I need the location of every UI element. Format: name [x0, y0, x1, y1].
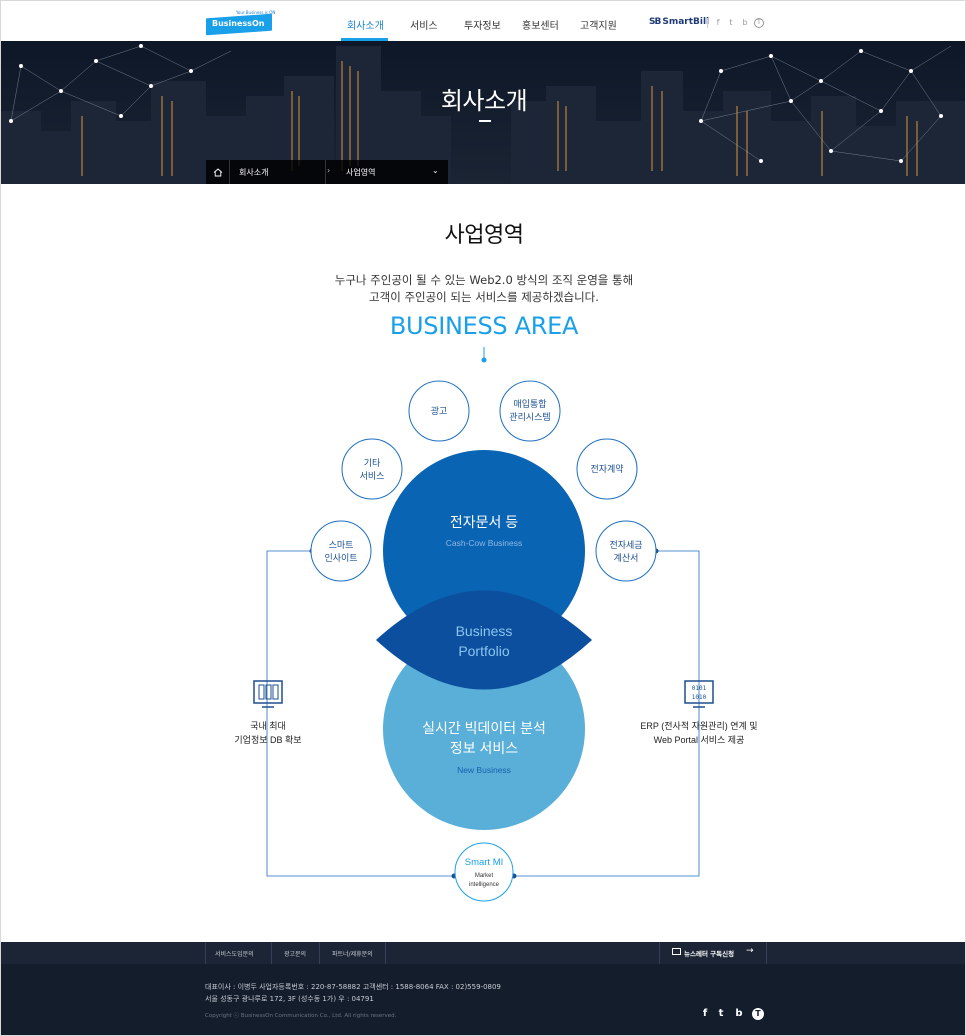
left-feature-line1: 국내 최대 — [250, 721, 286, 731]
cash-cow-title: 전자문서 등 — [450, 514, 518, 530]
svg-text:1010: 1010 — [692, 694, 707, 701]
arrow-right-icon: → — [746, 946, 754, 956]
binary-data-icon: 0101 1010 — [684, 680, 714, 708]
svg-text:서비스: 서비스 — [360, 471, 385, 481]
company-info: 대표이사 : 이병두 사업자등록번호 : 220-87-58882 고객센터 :… — [205, 983, 501, 991]
business-portfolio-lens — [376, 590, 592, 690]
divider — [325, 160, 326, 184]
divider — [205, 942, 206, 964]
description-line: 누구나 주인공이 될 수 있는 Web2.0 방식의 조직 운영을 통해 — [334, 273, 634, 287]
description-line: 고객이 주인공이 되는 서비스를 제공하겠습니다. — [369, 290, 599, 304]
svg-text:전자세금: 전자세금 — [609, 540, 642, 550]
svg-text:관리시스템: 관리시스템 — [509, 411, 550, 422]
twitter-icon[interactable]: t — [718, 1008, 724, 1019]
business-area-title: BUSINESS AREA — [389, 312, 579, 340]
breadcrumb-level2[interactable]: 사업영역 — [346, 168, 376, 177]
tistory-icon[interactable]: T — [754, 18, 764, 28]
server-rack-icon — [253, 680, 283, 708]
blog-icon[interactable]: b — [742, 18, 748, 27]
satellite-advertising[interactable]: 광고 — [408, 380, 470, 442]
section-description: 누구나 주인공이 될 수 있는 Web2.0 방식의 조직 운영을 통해 고객이… — [1, 272, 965, 306]
right-feature-line2: Web Portal 서비스 제공 — [654, 735, 745, 745]
svg-text:전자계약: 전자계약 — [590, 463, 623, 474]
svg-text:매입통합: 매입통합 — [513, 398, 546, 409]
svg-text:스마트: 스마트 — [329, 540, 354, 550]
section-title: 사업영역 — [444, 223, 524, 248]
breadcrumb-level1[interactable]: 회사소개 — [239, 168, 269, 177]
breadcrumb: 회사소개 › 사업영역 ⌄ — [206, 160, 448, 184]
connector-dot — [481, 357, 487, 363]
newsletter-label: 뉴스레터 구독신청 — [684, 950, 735, 958]
menu-support[interactable]: 고객지원 — [580, 21, 617, 32]
svg-text:광고: 광고 — [431, 405, 448, 416]
hero-title: 회사소개 — [440, 87, 528, 115]
svg-text:계산서: 계산서 — [614, 552, 639, 563]
footer-link-partner-inquiry[interactable]: 파트너/제휴문의 — [332, 951, 373, 958]
satellite-e-tax-invoice[interactable]: 전자세금 계산서 — [595, 520, 657, 582]
logo-text: BusinessOn — [212, 19, 265, 29]
cash-cow-subtitle: Cash-Cow Business — [446, 538, 523, 548]
new-business-title-line2: 정보 서비스 — [450, 740, 518, 756]
home-icon — [213, 168, 223, 177]
smart-mi-line1: Market — [475, 873, 494, 879]
footer-link-bar: 서비스도입문의 광고문의 파트너/제휴문의 뉴스레터 구독신청 → — [1, 942, 965, 964]
active-menu-indicator — [341, 38, 388, 41]
logo-badge: BusinessOn — [206, 13, 272, 36]
facebook-icon[interactable]: f — [716, 18, 720, 27]
satellite-purchase-management[interactable]: 매입통합 관리시스템 — [499, 380, 561, 442]
smart-mi-circle[interactable]: Smart MI Market intelligence — [454, 842, 514, 902]
tistory-icon[interactable]: T — [752, 1008, 764, 1020]
mail-icon — [672, 948, 681, 955]
copyright: Copyright ⓒ BusinessOn Communication Co.… — [205, 1013, 397, 1019]
footer-link-service-inquiry[interactable]: 서비스도입문의 — [215, 951, 254, 958]
logo-tagline: Your Business is ON — [236, 10, 276, 15]
divider — [319, 942, 320, 964]
menu-investor[interactable]: 투자정보 — [464, 21, 501, 32]
menu-pr-center[interactable]: 홍보센터 — [522, 21, 559, 32]
right-frame-line — [512, 550, 700, 877]
smartbill-mark: SB — [649, 17, 661, 27]
portfolio-label-line1: Business — [456, 623, 513, 639]
chevron-right-icon: › — [327, 166, 331, 175]
satellite-other-services[interactable]: 기타 서비스 — [341, 438, 403, 500]
smart-mi-line2: intelligence — [469, 882, 500, 888]
footer: 대표이사 : 이병두 사업자등록번호 : 220-87-58882 고객센터 :… — [1, 964, 965, 1035]
divider — [385, 942, 386, 964]
newsletter-subscribe-button[interactable]: 뉴스레터 구독신청 → — [659, 942, 767, 964]
hero-title-underline — [479, 120, 491, 122]
divider — [707, 18, 708, 28]
left-feature-line2: 기업정보 DB 확보 — [234, 734, 301, 745]
businesson-logo[interactable]: Your Business is ON BusinessOn — [206, 10, 276, 36]
left-frame-line — [266, 550, 456, 877]
smart-mi-title: Smart MI — [465, 857, 504, 868]
new-business-title-line1: 실시간 빅데이터 분석 — [422, 720, 546, 736]
satellite-e-contract[interactable]: 전자계약 — [576, 438, 638, 500]
new-business-subtitle: New Business — [457, 765, 511, 775]
city-night-background — [1, 41, 965, 184]
menu-company[interactable]: 회사소개 — [347, 21, 384, 32]
portfolio-label-line2: Portfolio — [458, 643, 510, 659]
right-feature-line1: ERP (전사적 자원관리) 연계 및 — [640, 720, 757, 731]
home-button[interactable] — [206, 160, 230, 184]
twitter-icon[interactable]: t — [729, 18, 733, 27]
facebook-icon[interactable]: f — [702, 1008, 708, 1019]
blog-icon[interactable]: b — [735, 1008, 743, 1019]
svg-text:0101: 0101 — [692, 685, 707, 692]
menu-service[interactable]: 서비스 — [410, 21, 438, 32]
top-navigation: Your Business is ON BusinessOn 회사소개 서비스 … — [1, 1, 965, 41]
svg-text:인사이트: 인사이트 — [324, 553, 357, 563]
footer-link-ad-inquiry[interactable]: 광고문의 — [284, 951, 307, 958]
business-area-diagram: 전자문서 등 Cash-Cow Business Business Portfo… — [234, 347, 758, 902]
satellite-smart-insight[interactable]: 스마트 인사이트 — [310, 520, 372, 582]
svg-text:기타: 기타 — [364, 458, 381, 468]
chevron-down-icon[interactable]: ⌄ — [432, 166, 439, 175]
divider — [271, 942, 272, 964]
smartbill-label: SmartBill — [662, 17, 710, 27]
company-address: 서울 성동구 광나루로 172, 3F (성수동 1가) 우 : 04791 — [205, 995, 374, 1003]
hero-banner: 회사소개 회사소개 › 사업영역 ⌄ — [1, 41, 965, 184]
